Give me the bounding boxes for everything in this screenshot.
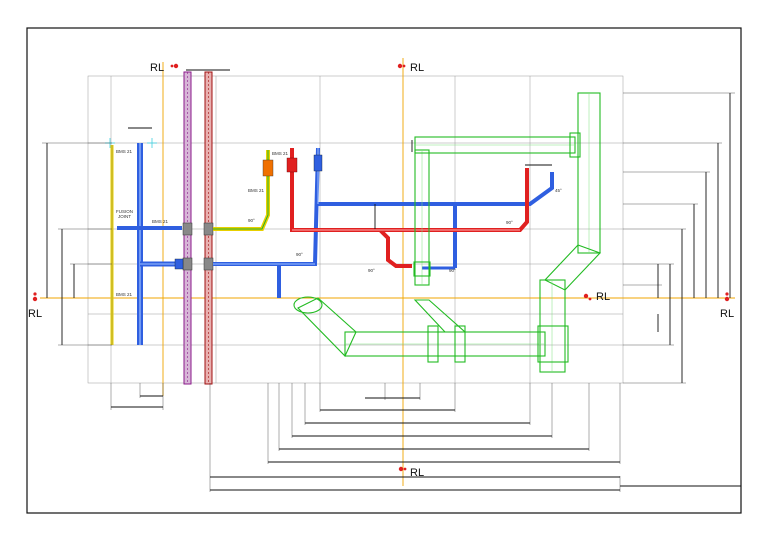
rl-label-bottom: RL (410, 467, 424, 479)
dimensions-right (623, 92, 735, 384)
centerlines (40, 58, 735, 486)
view-boundary (87, 75, 624, 384)
rl-label-right: RL (720, 308, 734, 320)
blue-riser-left (117, 143, 182, 345)
label-angle-b: 90° (296, 252, 303, 257)
blue-valve (174, 154, 323, 270)
rl-label-left: RL (28, 308, 42, 320)
label-angle-d: 90° (449, 268, 456, 273)
label-fusion: FUSION (116, 209, 133, 214)
rl-marker-bottom: RL (398, 466, 424, 479)
rl-marker-left: RL (28, 292, 42, 320)
dimensions-top (128, 69, 552, 229)
pipe-text: BMS 21 FUSION JOINT BMS 21 BMS 21 BMS 21… (116, 149, 562, 297)
red-valve (286, 157, 298, 173)
blue-main-run (213, 147, 554, 298)
drawing-frame (26, 27, 742, 514)
rl-marker-top-left: RL (150, 62, 179, 74)
rl-label-top-center: RL (410, 62, 424, 74)
dimensions-left (42, 142, 112, 346)
rl-marker-right: RL (720, 292, 734, 320)
label-fusion-joint: JOINT (118, 214, 131, 219)
label-angle-c: 90° (368, 268, 375, 273)
label-angle-e: 90° (506, 220, 513, 225)
orange-riser (262, 159, 274, 177)
label-angle-45: 45° (555, 188, 562, 193)
green-duct (293, 92, 601, 373)
label-bms-b: BMS 21 (152, 219, 169, 224)
label-bms-a: BMS 21 (116, 149, 133, 154)
label-angle-a: 90° (248, 218, 255, 223)
yellow-green-lateral (213, 150, 270, 231)
rl-label-top-left: RL (150, 62, 164, 74)
rl-marker-top-center: RL (397, 62, 424, 74)
label-bms-d: BMS 21 (248, 188, 265, 193)
label-bms-c: BMS 21 (116, 292, 133, 297)
rl-marker-mid-right: RL (583, 291, 610, 303)
dimensions-bottom (110, 383, 621, 492)
red-pipe-run (290, 148, 529, 268)
rl-label-mid-right: RL (596, 291, 610, 303)
label-bms-e: BMS 21 (272, 151, 289, 156)
